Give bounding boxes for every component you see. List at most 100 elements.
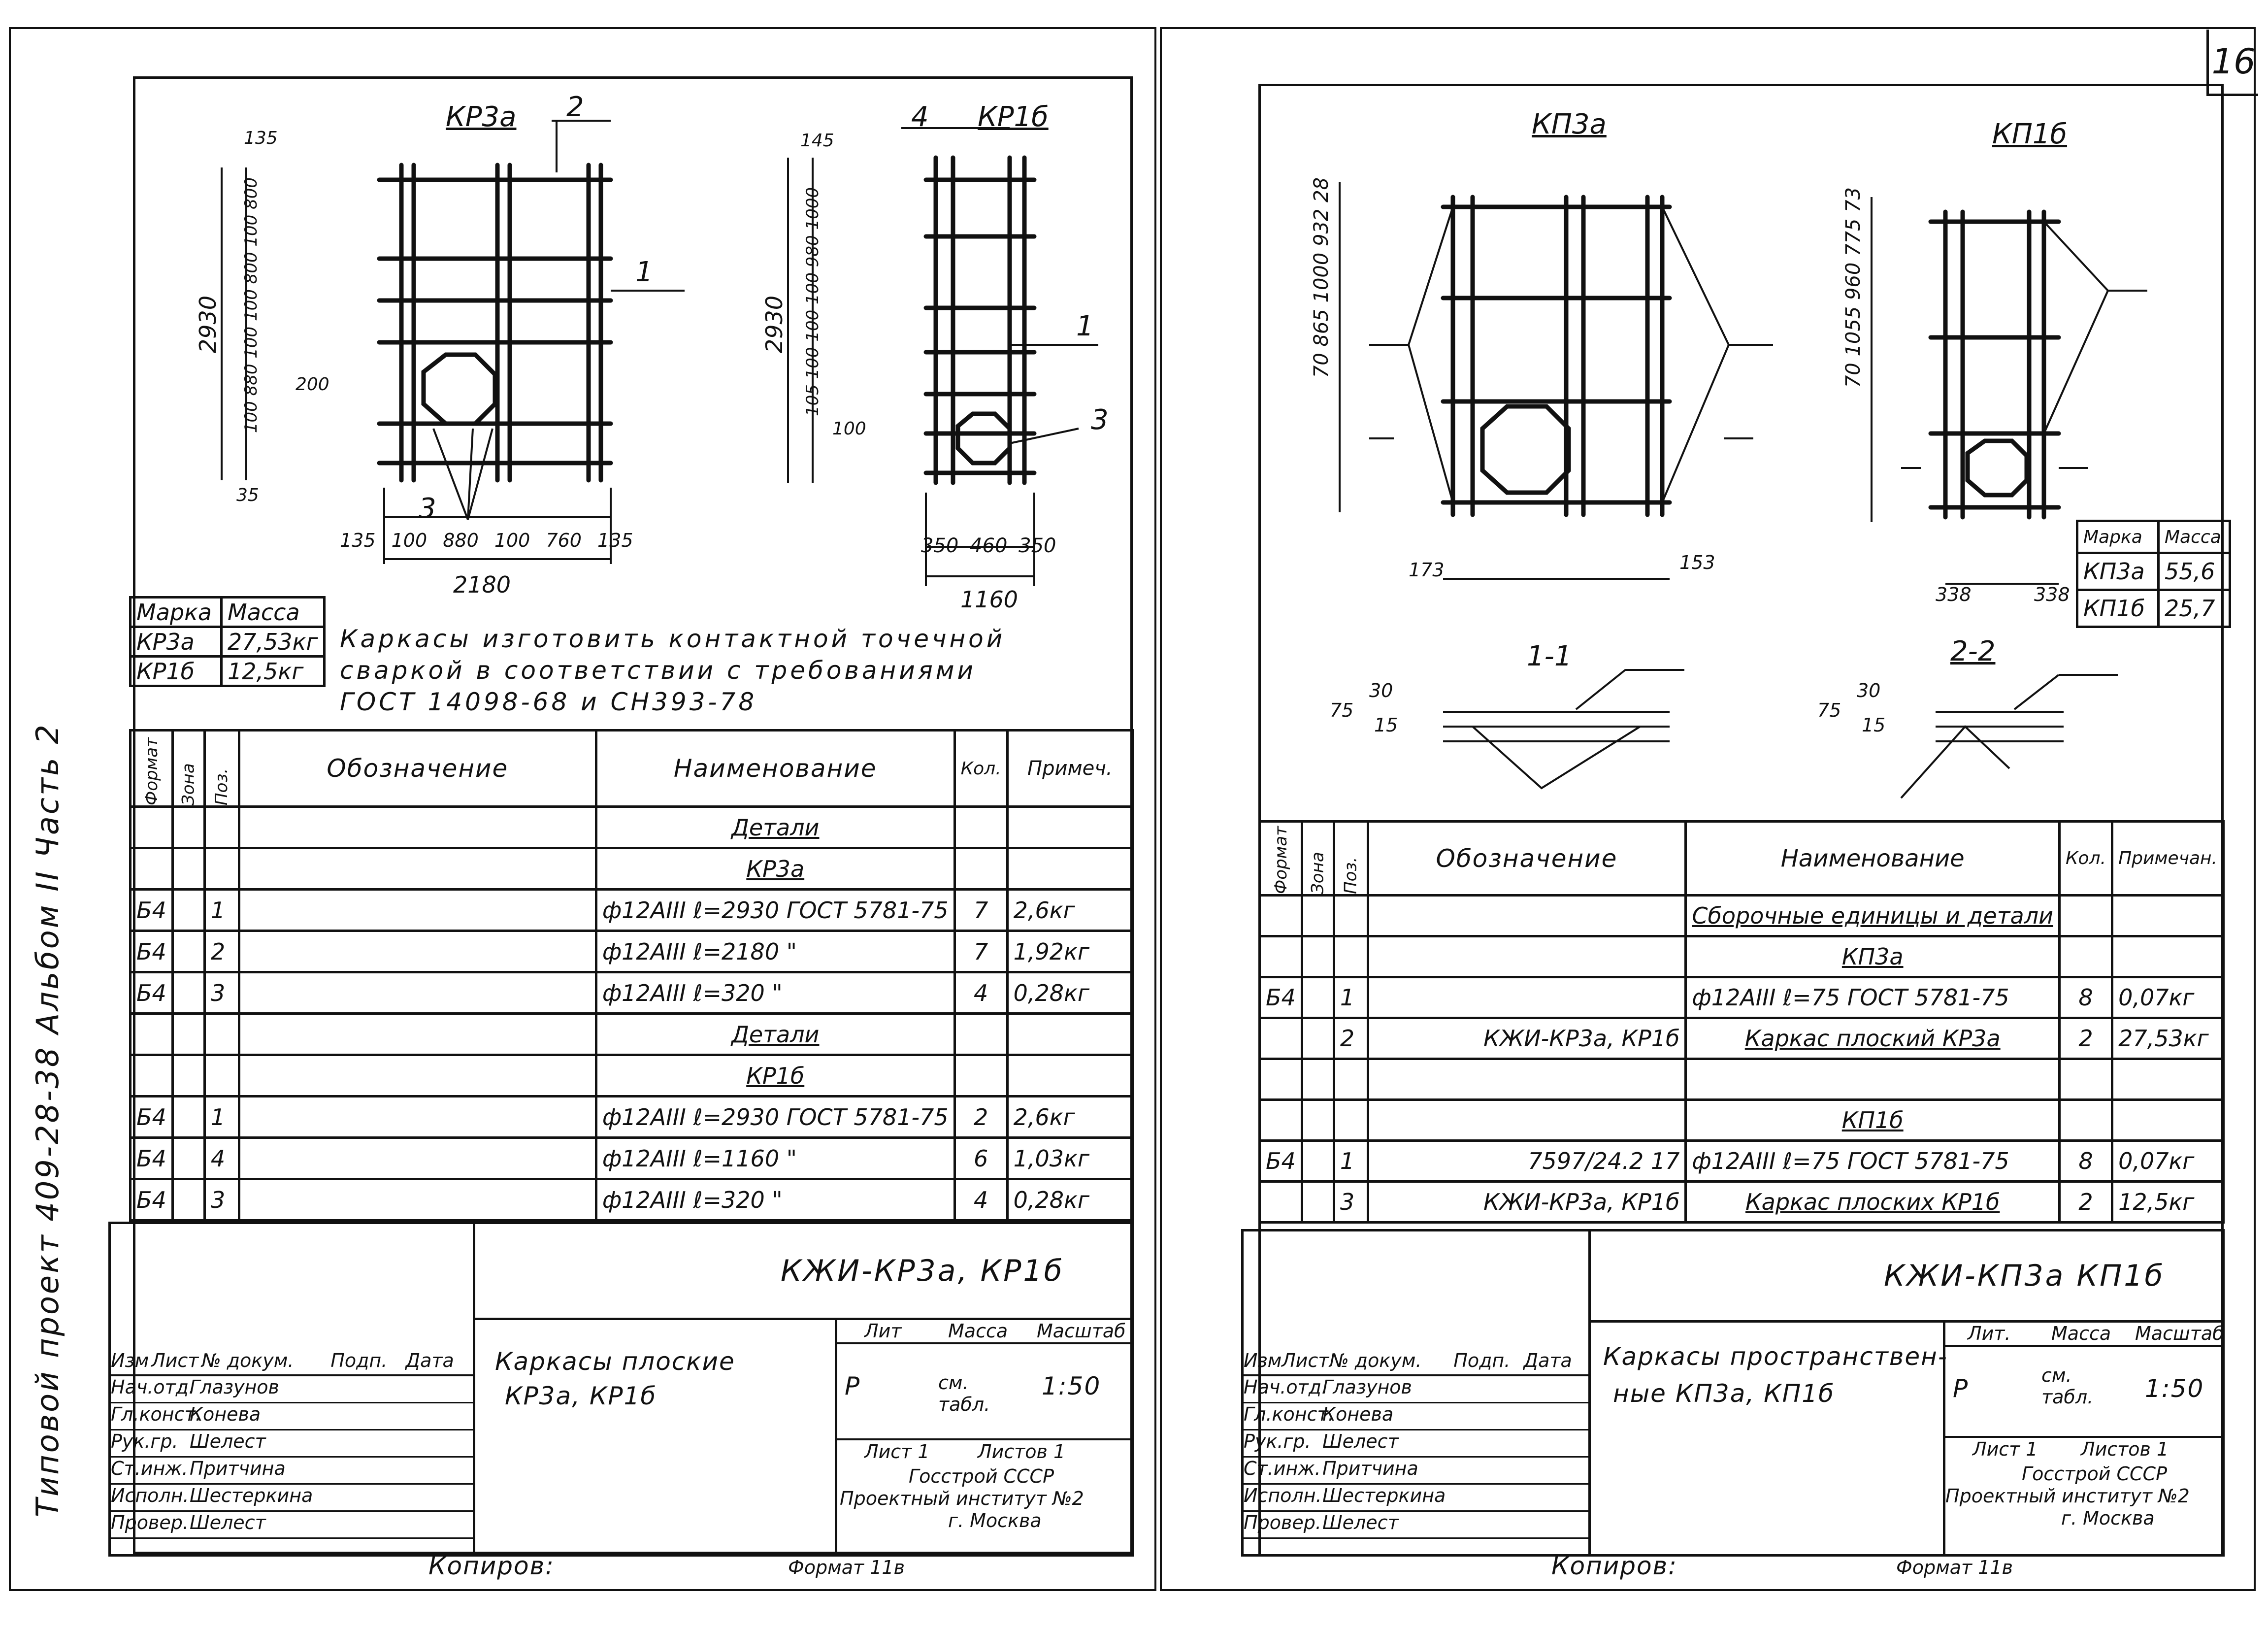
stamp-person-row: Нач.отд.Глазунов [1244,1376,1588,1403]
hdr: Лист [151,1350,199,1371]
hdr: Подп. [1453,1350,1511,1371]
person-role: Исполн. [111,1485,189,1506]
spec-row: Детали [129,1012,1134,1056]
spec-cell: 3 [1332,1180,1369,1224]
spec-cell [129,1012,174,1056]
sec2-15: 15 [1862,714,1886,736]
stamp-name-2: ные КП3а, КП1б [1613,1379,1835,1408]
stamp-divider [1588,1320,2224,1323]
dim-width-kr3a: 2180 [453,571,511,598]
spec-cell [2111,935,2225,978]
callout-1b: 1 [1076,310,1094,342]
dim-kp3a-r: 153 [1679,552,1715,573]
person-role: Рук.гр. [111,1430,178,1452]
stamp-divider [473,1318,1133,1320]
person-name: Шелест [1322,1512,1399,1533]
stamp-org-2: Проектный институт №2 [1945,1485,2190,1507]
stamp-lit-header: Лит [864,1320,902,1342]
spec-cell [171,1054,206,1097]
spec-cell: Б4 [129,930,174,973]
dim-height-kr1b: 2930 [761,296,788,354]
spec-row: КР1б [129,1054,1134,1097]
spec-cell [1258,935,1303,978]
spec-cell [203,847,240,891]
spec-cell: 1 [1332,976,1369,1019]
spec-row: Сборочные единицы и детали [1258,894,2225,937]
spec-cell [2058,935,2114,978]
spec-cell [237,888,597,932]
stamp-lit-header: Лит. [1968,1323,2011,1344]
spec-cell: ф12АIII ℓ=2180 " [594,930,956,973]
spec-cell [237,930,597,973]
spec-cell [237,1178,597,1222]
stamp-people: Изм Лист № докум. Подп. Дата Нач.отд.Гла… [1244,1350,1588,1539]
mass-table-right: Марка Масса КП3а 55,6 КП1б 25,7 [2076,520,2231,628]
spec-cell: 0,28кг [1006,971,1134,1015]
spec-cell: 4 [953,1178,1009,1222]
spec-cell [129,805,174,849]
stamp-people: Изм Лист № докум. Подп. Дата Нач.отд.Гла… [111,1350,473,1539]
spec-cell [2058,894,2114,937]
spec-cell: 12,5кг [2111,1180,2225,1224]
stamp-org-1: Госстрой СССР [2022,1463,2168,1485]
stamp-person-row: Исполн.Шестеркина [1244,1485,1588,1512]
spec-cell: 1,92кг [1006,930,1134,973]
spec-cell [1332,935,1369,978]
spec-col-format: Формат [1259,821,1302,896]
view-title-kr1b: КР1б [978,101,1049,133]
spec-cell: 2 [203,930,240,973]
stamp-person-row: Провер.Шелест [1244,1512,1588,1539]
dim-100: 100 [832,419,866,439]
spec-cell [237,805,597,849]
mass-header-mass: Масса [220,596,326,628]
person-role: Провер. [1244,1512,1321,1533]
spec-cell: КП1б [1684,1098,2061,1142]
note-line: ГОСТ 14098-68 и СН393-78 [340,688,757,716]
stamp-sheet: Лист 1 [1972,1438,2038,1460]
spec-cell: 0,28кг [1006,1178,1134,1222]
format-left: Формат 11в [788,1557,905,1578]
hdr: № докум. [201,1350,294,1371]
spec-cell: Детали [594,805,956,849]
mass-header-mass: Масса [2157,520,2231,554]
stamp-mass: см. табл. [938,1372,990,1415]
person-role: Провер. [111,1512,189,1533]
stamp-divider [473,1224,475,1554]
mass-value: 25,7 [2157,589,2231,628]
spec-col-name: Наименование [594,729,956,808]
welding-note: Каркасы изготовить контактной точечной с… [340,623,1005,718]
stamp-mass-header: Масса [948,1320,1008,1342]
stamp-sheets: Листов 1 [2081,1438,2169,1460]
spec-cell [171,1136,206,1180]
mass-mark: КР1б [129,655,223,687]
mass-table-left: Марка Масса КР3а 27,53кг КР1б 12,5кг [129,596,326,687]
spec-col-designation: Обозначение [237,729,597,808]
stamp-person-row: Ст.инж.Притчина [111,1458,473,1485]
spec-cell: ф12АIII ℓ=320 " [594,1178,956,1222]
person-name: Глазунов [190,1376,279,1398]
spec-cell: ф12АIII ℓ=2930 ГОСТ 5781-75 [594,1095,956,1139]
dim-bottom-kr1b: 350 460 350 [921,534,1056,557]
stamp-divider [1588,1231,1591,1554]
spec-row: КР3а [129,847,1134,891]
spec-cell [1300,1058,1335,1101]
spec-row: КП1б [1258,1098,2225,1142]
stamp-col-headers: Изм Лист № докум. Подп. Дата [111,1350,473,1376]
spec-cell [1300,1098,1335,1142]
mass-header-mark: Марка [129,596,223,628]
stamp-sheets: Листов 1 [978,1441,1066,1463]
spec-cell: Б4 [129,1136,174,1180]
stamp-divider [1943,1436,2224,1438]
spec-cell: Сборочные единицы и детали [1684,894,2061,937]
spec-cell [953,805,1009,849]
spec-cell: 3 [203,1178,240,1222]
stamp-person-row: Провер.Шелест [111,1512,473,1539]
section-1-1: 1-1 [1527,640,1572,672]
spec-cell: 7597/24.2 17 [1366,1139,1687,1183]
spec-cell [203,1012,240,1056]
stamp-person-row: Гл.конст.Конева [111,1403,473,1430]
